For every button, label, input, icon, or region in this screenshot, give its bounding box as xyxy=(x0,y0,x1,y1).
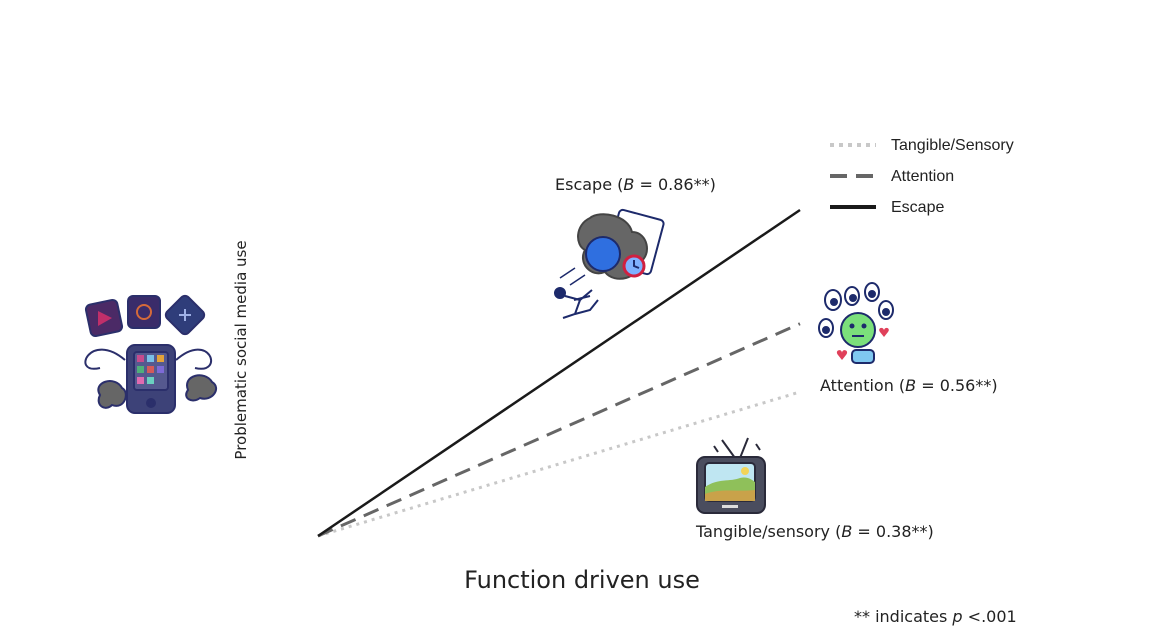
legend-label-attention: Attention xyxy=(891,168,954,185)
attention-label: Attention (B = 0.56**) xyxy=(820,376,998,395)
tangible-label: Tangible/sensory (B = 0.38**) xyxy=(695,522,934,541)
legend-label-tangible: Tangible/Sensory xyxy=(891,137,1014,154)
series-lines xyxy=(317,208,801,538)
phone-apps-icon xyxy=(84,294,218,414)
x-axis-label: Function driven use xyxy=(464,566,700,594)
running-late-icon: DUE xyxy=(554,208,665,319)
footnote: ** indicates p <.001 xyxy=(854,607,1017,626)
escape-label: Escape (B = 0.86**) xyxy=(555,175,716,194)
tv-icon xyxy=(696,437,766,514)
legend: Tangible/Sensory Attention Escape xyxy=(830,137,1014,216)
legend-label-escape: Escape xyxy=(891,199,944,216)
eyes-attention-icon xyxy=(818,282,894,364)
series-line-attention xyxy=(317,322,801,538)
y-axis-label: Problematic social media use xyxy=(232,240,250,459)
series-line-escape xyxy=(317,208,801,538)
